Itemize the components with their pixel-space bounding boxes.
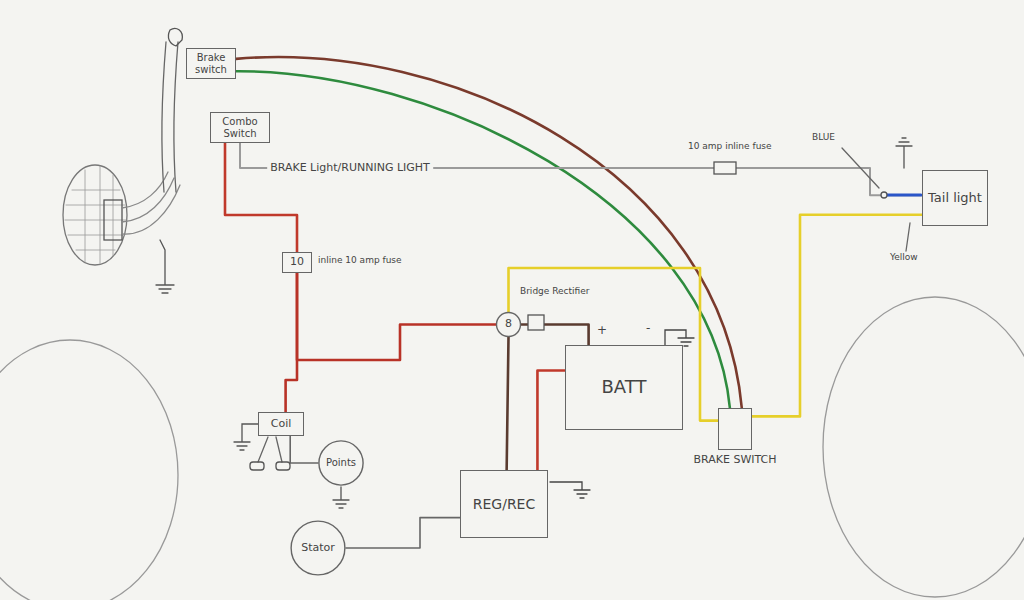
switch-box: Combo Switch [210, 112, 270, 143]
headlight-leads [122, 172, 180, 234]
ground-wire [156, 240, 174, 293]
node-label: 10 [290, 256, 304, 269]
headlight-mount [104, 200, 122, 240]
spark-plug [250, 462, 264, 470]
ground-wire [333, 487, 349, 508]
node-label: 8 [505, 318, 512, 331]
wheel-outline [0, 340, 178, 600]
fuse-note: inline 10 amp fuse [318, 256, 402, 266]
coil-box: Coil [258, 412, 304, 436]
headlight [63, 165, 127, 265]
brake-switch-box: BRAKE SWITCH [718, 408, 752, 450]
brake-lever [168, 28, 182, 46]
tail-light-box: Tail light [922, 170, 988, 226]
node-label: Brake switch [191, 52, 231, 75]
wire [240, 143, 922, 195]
plug-lead [258, 437, 282, 462]
wire [290, 436, 318, 463]
spark-plug [276, 462, 290, 470]
node-label: Combo Switch [215, 116, 265, 139]
leader-line [906, 223, 910, 251]
regulator-box: REG/REC [460, 470, 548, 538]
node-label: Coil [271, 418, 292, 431]
ground-wire [234, 424, 258, 450]
wire [225, 143, 297, 252]
part-label: Bridge Rectifier [520, 287, 589, 297]
fuse-circle: 8 [496, 312, 521, 337]
points-circle: Points [318, 440, 364, 486]
node-label: Points [326, 457, 356, 469]
switch-box: Brake switch [186, 48, 236, 79]
battery-box: BATT [565, 345, 683, 430]
wire [297, 273, 496, 360]
node-label: Tail light [928, 191, 982, 206]
wire [507, 337, 509, 470]
headlight-lens [65, 166, 126, 264]
node-label: Stator [301, 542, 335, 555]
leader-line [842, 148, 879, 188]
fuse-note: 10 amp inline fuse [688, 142, 772, 152]
stator-circle: Stator [290, 520, 346, 576]
handlebar [162, 42, 178, 192]
node-label: BRAKE SWITCH [693, 454, 776, 467]
rectifier-box [528, 315, 544, 330]
wire [752, 215, 922, 417]
wire-joint [881, 192, 887, 198]
blue-wire [884, 194, 921, 197]
wire-label: BRAKE Light/RUNNING LIGHT [267, 161, 433, 174]
fuse-box: 10 [282, 252, 312, 273]
terminal-sign: - [646, 322, 650, 335]
ground-wire [550, 482, 590, 498]
wire [286, 273, 297, 412]
wheel-outline [823, 297, 1024, 597]
node-label: BATT [602, 377, 647, 398]
node-label: REG/REC [473, 496, 536, 512]
ground-symbol [896, 138, 912, 168]
wire-color-label: BLUE [812, 133, 835, 143]
wire-color-label: Yellow [890, 253, 918, 263]
inline-fuse [714, 162, 736, 174]
wire [346, 518, 460, 548]
wire [537, 371, 565, 471]
ground-wire [665, 330, 694, 346]
terminal-sign: + [597, 324, 607, 337]
